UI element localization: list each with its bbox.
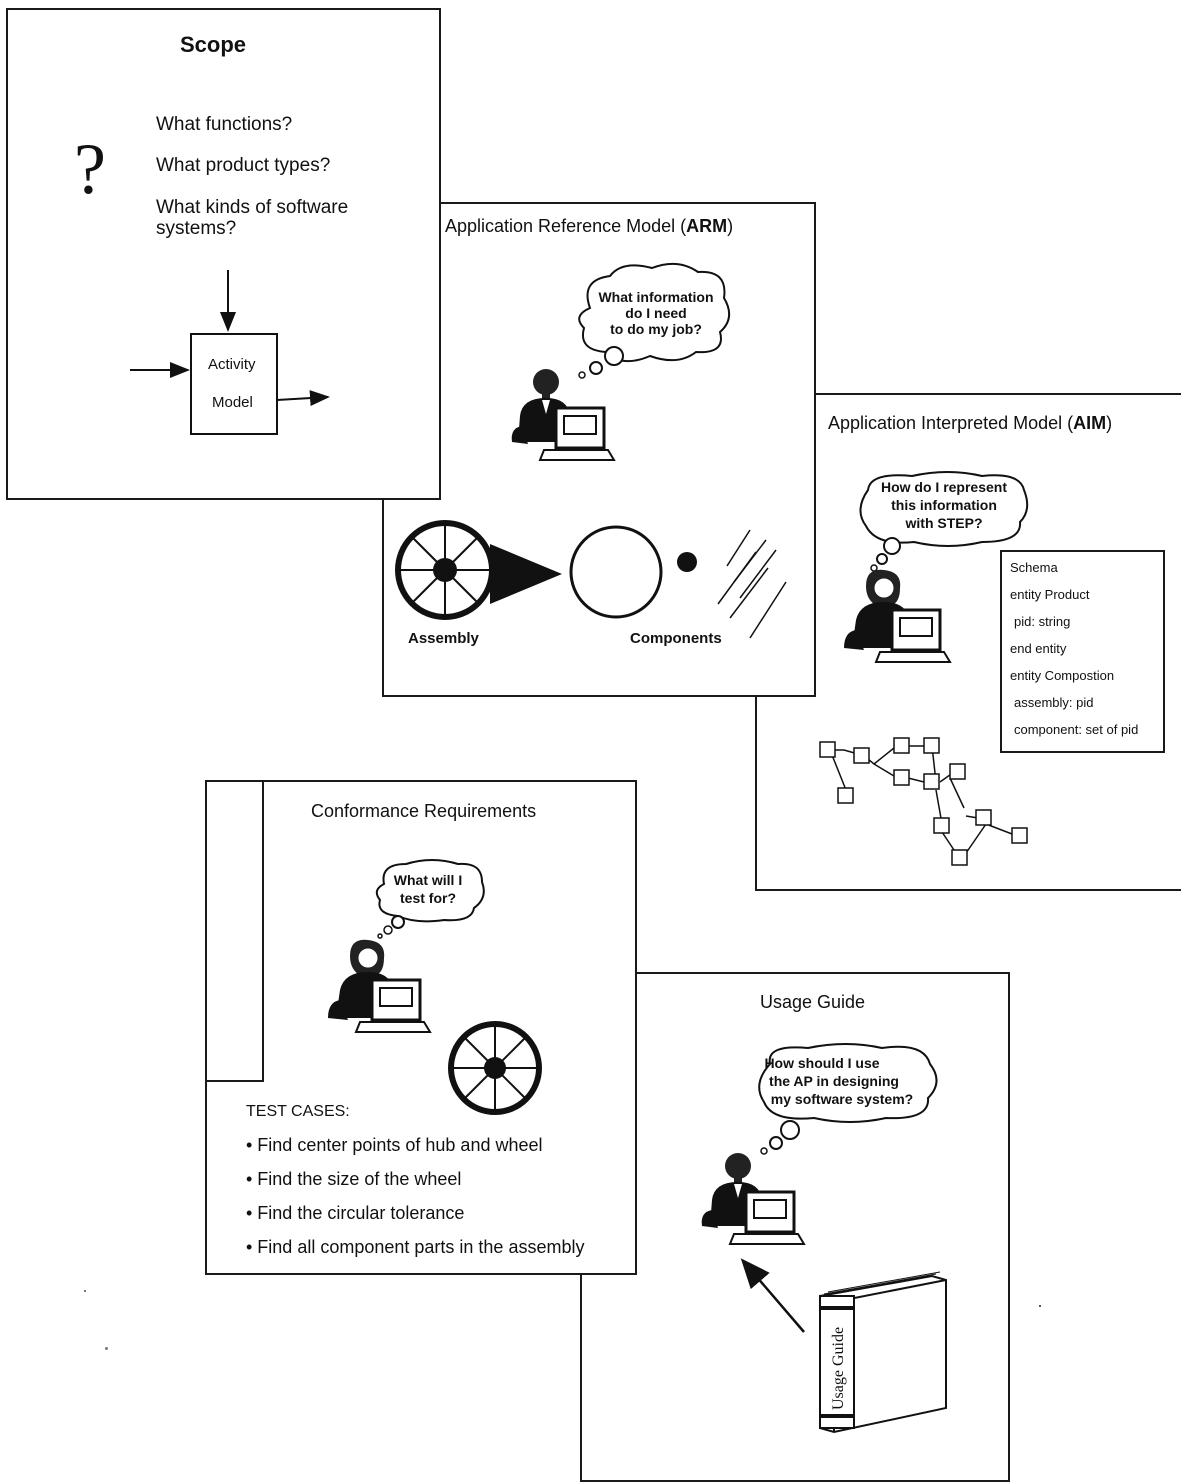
usage-arrow (740, 1258, 805, 1333)
test-case-item: • Find all component parts in the assemb… (246, 1237, 585, 1257)
rim-component (569, 525, 663, 619)
components-label: Components (630, 630, 722, 647)
schema-box (1000, 550, 1165, 753)
aim-title-bold: AIM (1073, 413, 1107, 433)
conformance-wheel-icon (448, 1021, 542, 1115)
graph-nodes (819, 737, 1028, 866)
scan-speck (105, 1347, 108, 1350)
scope-question: What kinds of software (156, 197, 349, 218)
usage-guide-book-icon: Usage Guide (819, 1271, 947, 1434)
usage-person-at-computer-icon (701, 1153, 806, 1245)
arm-thought-line: to do my job? (610, 321, 702, 337)
aim-title: Application Interpreted Model (AIM) (828, 413, 1112, 434)
arm-person-at-computer-icon (511, 369, 616, 461)
scope-question-mark: ? (74, 129, 106, 209)
aim-title-prefix: Application Interpreted Model ( (828, 413, 1074, 433)
conformance-person-at-computer-icon (328, 939, 432, 1033)
aim-title-suffix: ) (1106, 413, 1113, 433)
schema-line: assembly: pid (1014, 695, 1094, 710)
aim-thought-line: with STEP? (905, 515, 983, 531)
test-case-item: • Find the size of the wheel (246, 1169, 462, 1189)
test-cases-label: TEST CASES: (246, 1103, 350, 1120)
conformance-title: Conformance Requirements (311, 801, 537, 821)
schema-line: pid: string (1014, 614, 1071, 629)
arm-thought-line: do I need (625, 305, 686, 321)
wheel-icon (395, 520, 495, 620)
scope-title: Scope (180, 32, 247, 57)
conformance-thought-line: test for? (400, 890, 456, 906)
usage-thought-line: the AP in designing (769, 1073, 899, 1089)
book-spine-label: Usage Guide (830, 1327, 847, 1410)
hub-component (677, 552, 697, 572)
activity-label: Model (212, 394, 253, 411)
arm-assembly-diagram (395, 520, 787, 639)
activity-model-diagram (130, 270, 330, 435)
usage-title: Usage Guide (760, 992, 866, 1012)
scan-speck (84, 1290, 86, 1292)
aim-person-at-computer-icon (844, 569, 952, 663)
spoke-components (717, 529, 787, 639)
aim-thought-line: How do I represent (881, 479, 1007, 495)
schema-line: component: set of pid (1014, 722, 1139, 737)
scan-speck (1039, 1305, 1041, 1307)
conformance-thought-cloud: What will I test for? (375, 859, 485, 939)
scope-question: systems? (156, 218, 237, 239)
activity-box (190, 333, 278, 435)
conformance-thought-line: What will I (394, 872, 462, 888)
arm-thought-line: What information (598, 289, 713, 305)
arm-title: Application Reference Model (ARM) (445, 216, 733, 237)
test-case-item: • Find center points of hub and wheel (246, 1135, 543, 1155)
output-arrow (276, 390, 330, 407)
usage-thought-cloud: How should I use the AP in designing my … (758, 1043, 938, 1155)
arm-title-suffix: ) (727, 216, 734, 236)
schema-line: Schema (1010, 560, 1058, 575)
usage-thought-line: How should I use (764, 1055, 879, 1071)
activity-label: Activity (208, 356, 256, 373)
assembly-label: Assembly (408, 630, 479, 647)
schema-line: entity Compostion (1010, 668, 1115, 683)
scope-question: What functions? (156, 114, 293, 135)
schema-line: entity Product (1010, 587, 1090, 602)
instance-graph-diagram (819, 737, 1028, 866)
usage-thought-line: my software system? (771, 1091, 913, 1107)
conformance-side-tab (205, 780, 264, 1082)
aim-thought-line: this information (891, 497, 997, 513)
aim-thought-cloud: How do I represent this information with… (859, 471, 1029, 572)
test-case-item: • Find the circular tolerance (246, 1203, 465, 1223)
arm-title-bold: ARM (686, 216, 728, 236)
arm-thought-cloud: What information do I need to do my job? (578, 262, 731, 379)
schema-line: end entity (1010, 641, 1067, 656)
scope-question: What product types? (156, 155, 331, 176)
arm-title-prefix: Application Reference Model ( (445, 216, 687, 236)
